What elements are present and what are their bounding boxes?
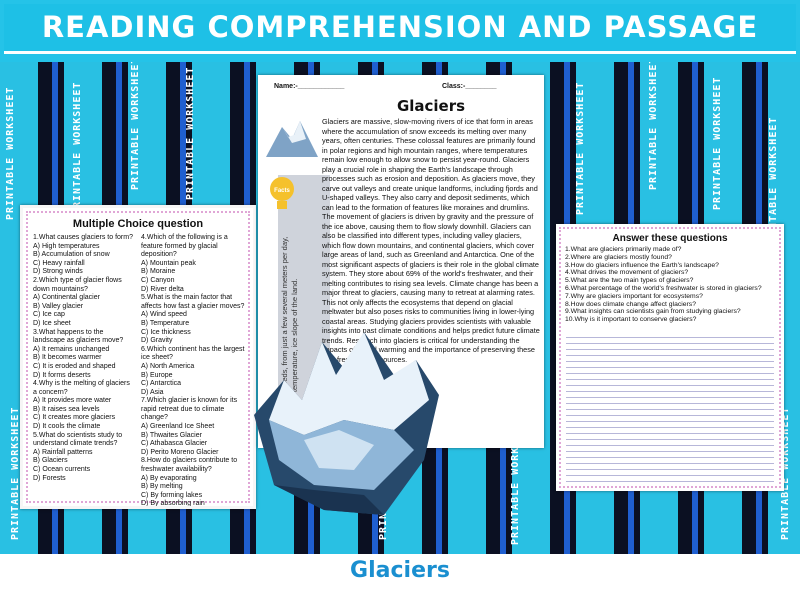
worksheet-line: B) It becomes warmer xyxy=(33,354,102,362)
worksheet-line: C) Heavy rainfall xyxy=(33,259,85,267)
side-label-3: PRINTABLE WORKSHEET xyxy=(130,56,141,190)
worksheet-line: C) Ocean currents xyxy=(33,466,91,474)
footer-title: Glaciers xyxy=(350,558,450,583)
answer-worksheet: Answer these questions 1.What are glacie… xyxy=(556,224,784,491)
worksheet-line: D) Asia xyxy=(141,388,164,396)
glacier-illustration xyxy=(254,332,439,515)
worksheet-line: D) By absorbing rain xyxy=(141,500,205,508)
worksheet-line: A) Wind speed xyxy=(141,311,187,319)
worksheet-line: A) It remains unchanged xyxy=(33,345,110,353)
worksheet-line: D) Forests xyxy=(33,474,66,482)
lightbulb-icon: Facts xyxy=(270,177,294,209)
worksheet-line: 10.Why is it important to conserve glaci… xyxy=(565,316,697,324)
worksheet-line: C) It creates more glaciers xyxy=(33,414,116,422)
worksheet-line: D) Strong winds xyxy=(33,268,83,276)
worksheet-line: D) Perito Moreno Glacier xyxy=(141,448,219,456)
worksheet-line: A) By evaporating xyxy=(141,474,197,482)
worksheet-line: B) Thwaites Glacier xyxy=(141,431,202,439)
name-field-label: Name:-____________ xyxy=(274,83,345,90)
worksheet-line: B) It raises sea levels xyxy=(33,405,100,413)
worksheet-line: 5.What do scientists study to understand… xyxy=(33,431,123,448)
worksheet-line: A) It provides more water xyxy=(33,397,112,405)
worksheet-line: A) North America xyxy=(141,362,195,370)
footer-banner xyxy=(0,554,800,600)
worksheet-line: C) Ice thickness xyxy=(141,328,191,336)
worksheet-line: C) Ice cap xyxy=(33,311,65,319)
mcq-column-1: 1.What causes glaciers to form?A) High t… xyxy=(33,234,133,483)
worksheet-line: 7.Why are glaciers important for ecosyst… xyxy=(565,292,703,300)
facts-badge: Facts xyxy=(274,188,290,194)
side-label-6: PRINTABLE WORKSHEET xyxy=(648,56,659,190)
worksheet-line: 4.What drives the movement of glaciers? xyxy=(565,269,689,277)
worksheet-line: 5.What is the main factor that affects h… xyxy=(141,294,245,310)
worksheet-line: C) Canyon xyxy=(141,276,175,284)
worksheet-line: D) It cools the climate xyxy=(33,423,101,431)
worksheet-line: 7.Which glacier is known for its rapid r… xyxy=(141,397,238,422)
worksheet-line: 2.Which type of glacier flows down mount… xyxy=(33,276,122,293)
side-label-5: PRINTABLE WORKSHEET xyxy=(575,81,586,215)
mcq-worksheet: Multiple Choice question 1.What causes g… xyxy=(20,205,256,509)
class-field-label: Class:-________ xyxy=(442,83,497,90)
worksheet-line: B) Valley glacier xyxy=(33,302,84,310)
answer-questions: 1.What are glaciers primarily made of?2.… xyxy=(565,246,780,324)
worksheet-line: 3.What happens to the landscape as glaci… xyxy=(33,328,124,345)
page-title: READING COMPREHENSION AND PASSAGE xyxy=(41,10,759,44)
worksheet-line: A) High temperatures xyxy=(33,242,100,250)
passage-text: Glaciers are massive, slow-moving rivers… xyxy=(322,117,540,364)
passage-title: Glaciers xyxy=(396,97,466,115)
worksheet-line: 1.What are glaciers primarily made of? xyxy=(565,246,682,253)
worksheet-line: C) Athabasca Glacier xyxy=(141,440,208,448)
worksheet-line: 4.Why is the melting of glaciers a conce… xyxy=(33,380,130,396)
worksheet-line: 6.What percentage of the world's freshwa… xyxy=(565,284,762,292)
worksheet-line: B) By melting xyxy=(141,483,183,491)
worksheet-line: B) Accumulation of snow xyxy=(33,251,110,259)
worksheet-line: B) Moraine xyxy=(141,268,176,276)
worksheet-line: 6.Which continent has the largest ice sh… xyxy=(141,345,245,362)
mcq-title: Multiple Choice question xyxy=(72,218,204,230)
worksheet-line: D) It forms deserts xyxy=(33,371,91,379)
answer-title: Answer these questions xyxy=(612,233,728,244)
worksheet-line: B) Temperature xyxy=(141,319,190,327)
worksheet-line: B) Glaciers xyxy=(33,457,68,465)
worksheet-line: B) Europe xyxy=(141,371,173,379)
header-banner xyxy=(0,0,800,62)
worksheet-line: 2.Where are glaciers mostly found? xyxy=(565,253,672,261)
side-label-4: PRINTABLE WORKSHEET xyxy=(185,66,196,200)
worksheet-line: D) Ice sheet xyxy=(33,319,71,327)
worksheet-line: C) Antarctica xyxy=(141,380,182,388)
side-label-7: PRINTABLE WORKSHEET xyxy=(712,76,723,210)
worksheet-line: 5.What are the two main types of glacier… xyxy=(565,277,694,285)
worksheet-line: 1.What causes glaciers to form? xyxy=(33,234,133,241)
worksheet-line: D) Gravity xyxy=(141,337,173,345)
writing-lines xyxy=(566,332,774,482)
worksheet-line: 9.What insights can scientists gain from… xyxy=(565,308,741,316)
worksheet-line: D) River delta xyxy=(141,285,184,293)
worksheet-line: 4.Which of the following is a feature fo… xyxy=(141,234,228,259)
worksheet-line: C) By forming lakes xyxy=(141,491,203,499)
mcq-column-2: 4.Which of the following is a feature fo… xyxy=(141,234,246,508)
worksheet-line: 8.How does climate change affect glacier… xyxy=(565,300,696,308)
worksheet-line: A) Continental glacier xyxy=(33,294,100,302)
worksheet-line: 3.How do glaciers influence the Earth's … xyxy=(565,261,719,269)
side-label-2: PRINTABLE WORKSHEET xyxy=(72,81,83,215)
worksheet-line: 8.How do glaciers contribute to freshwat… xyxy=(141,457,238,474)
side-label-1: PRINTABLE WORKSHEET xyxy=(5,86,16,220)
small-glacier-image xyxy=(266,121,318,157)
worksheet-line: A) Mountain peak xyxy=(141,259,196,267)
worksheet-line: A) Greenland Ice Sheet xyxy=(141,423,215,431)
worksheet-line: C) It is eroded and shaped xyxy=(33,362,116,370)
worksheet-line: A) Rainfall patterns xyxy=(33,448,93,456)
